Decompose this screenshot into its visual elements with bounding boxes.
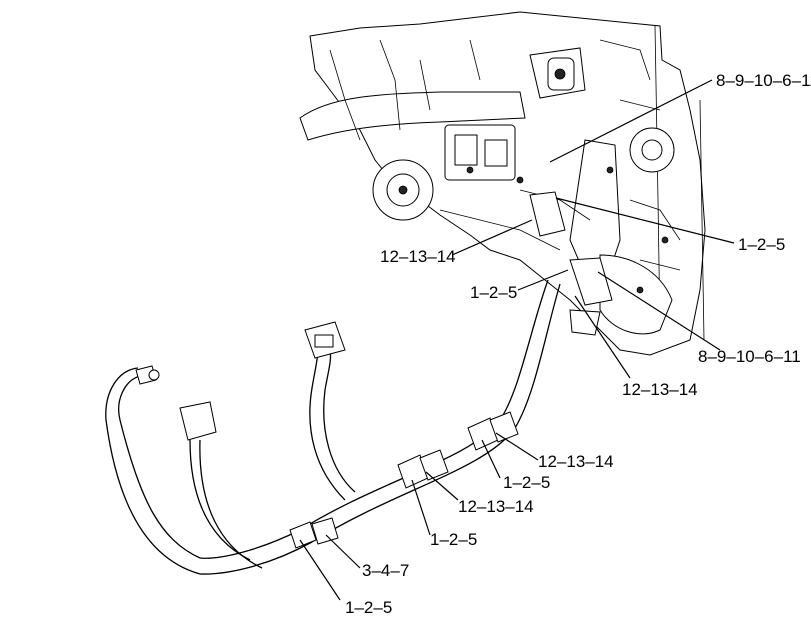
callout-label: 1–2–5 bbox=[430, 530, 477, 549]
callout-label: 12–13–14 bbox=[380, 247, 456, 266]
callout-label: 12–13–14 bbox=[538, 452, 614, 471]
callout-label: 1–2–5 bbox=[503, 473, 550, 492]
clamp-group-1 bbox=[289, 517, 339, 549]
engine-assembly bbox=[299, 11, 706, 356]
callout-label: 8–9–10–6–11 bbox=[698, 347, 801, 366]
leader-lines bbox=[299, 79, 735, 601]
callout-label: 1–2–5 bbox=[738, 235, 785, 254]
callout-label: 12–13–14 bbox=[458, 497, 534, 516]
callout-label: 1–2–5 bbox=[470, 283, 517, 302]
callout-label: 8–9–10–6–11 bbox=[716, 71, 811, 90]
callout-label: 1–2–5 bbox=[345, 598, 392, 617]
callout-label: 12–13–14 bbox=[622, 380, 698, 399]
callout-label: 3–4–7 bbox=[362, 561, 409, 580]
wire-harness bbox=[105, 279, 561, 575]
callout-labels: 8–9–10–6–11 1–2–5 12–13–14 1–2–5 8–9–10–… bbox=[345, 71, 811, 617]
clamp-group-3 bbox=[467, 411, 519, 451]
clamp-group-2 bbox=[397, 449, 449, 489]
